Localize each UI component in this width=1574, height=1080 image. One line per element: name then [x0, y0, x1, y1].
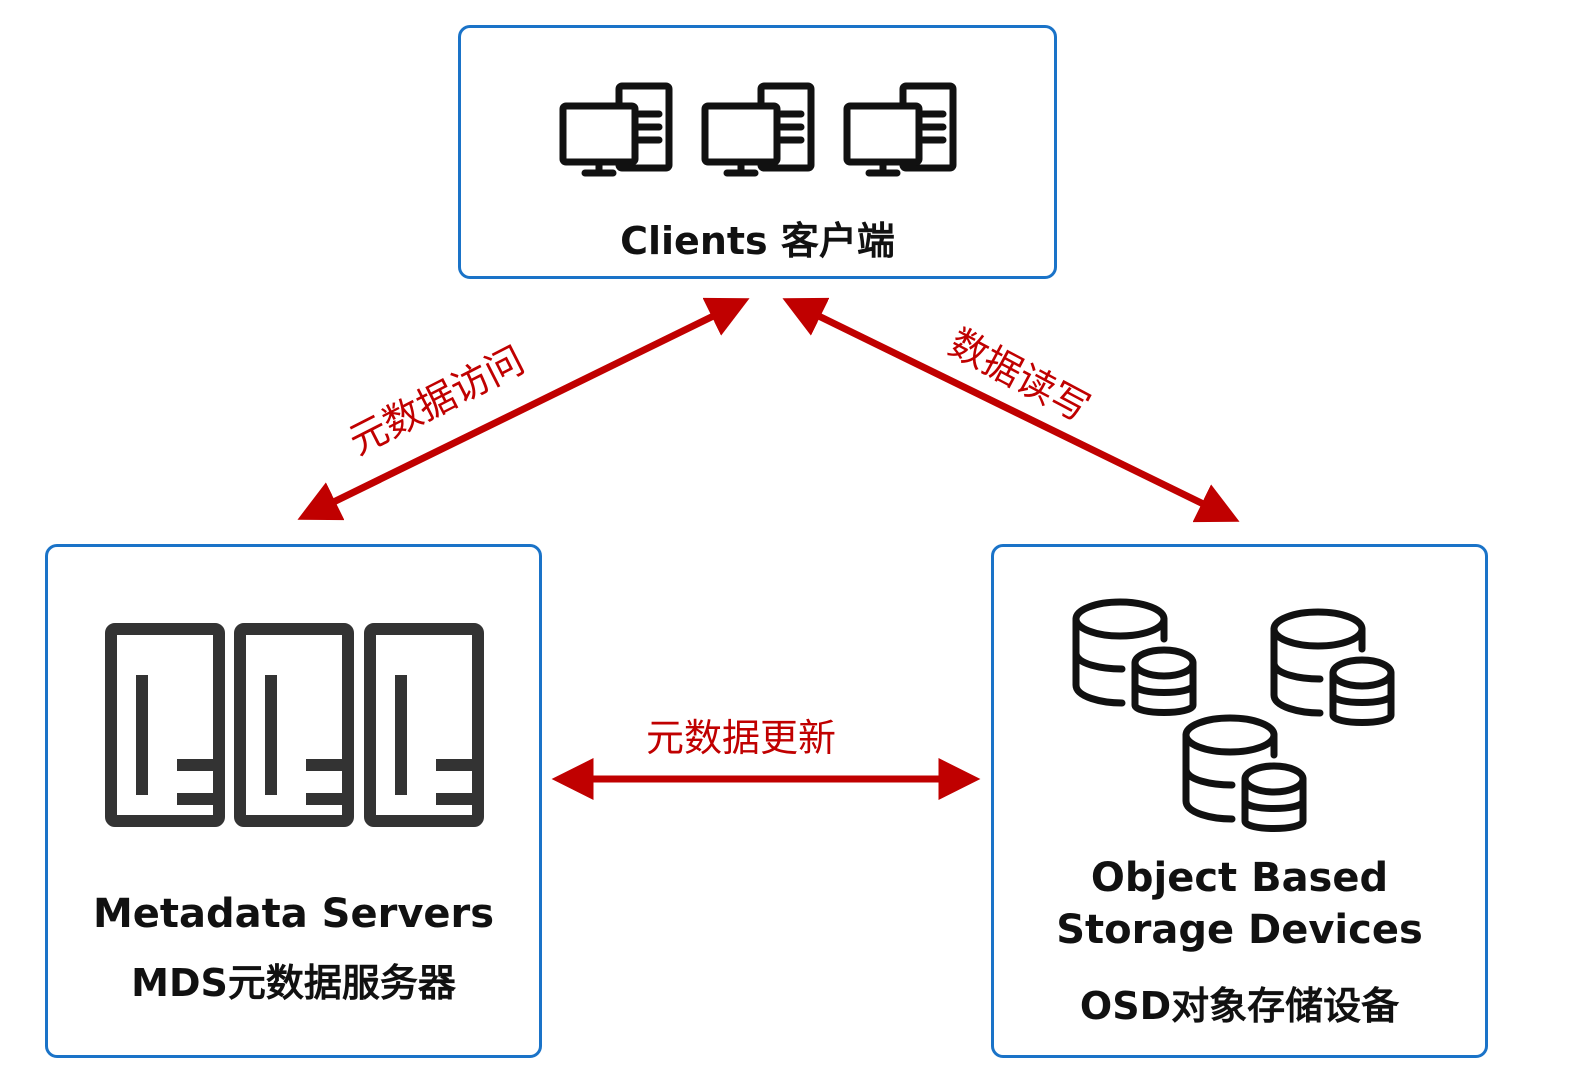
server-rack-icon [234, 623, 354, 827]
database-icon [1076, 602, 1193, 713]
server-rack-icon [364, 623, 484, 827]
server-rack-icons [105, 623, 484, 827]
osd-label-line1: Object Based [1090, 855, 1389, 901]
edge-label-metadata-update: 元数据更新 [646, 716, 837, 760]
mds-label-chinese: MDS元数据服务器 [131, 961, 456, 1005]
clients-node: Clients 客户端 [458, 25, 1057, 279]
database-icon [1186, 718, 1303, 829]
osd-label-line2: Storage Devices [1056, 907, 1423, 953]
edge-label-data-read-write: 数据读写 [941, 320, 1097, 431]
mds-label-english: Metadata Servers [92, 891, 495, 937]
edge-label-metadata-access: 元数据访问 [341, 337, 532, 464]
osd-label-chinese: OSD对象存储设备 [1079, 984, 1400, 1028]
database-icons [1072, 597, 1412, 837]
server-rack-icon [105, 623, 225, 827]
edge-clients-osd-arrow [782, 297, 1240, 523]
desktop-computer-icon [559, 82, 673, 177]
desktop-computer-icon [701, 82, 815, 177]
desktop-computer-icon [843, 82, 957, 177]
clients-label: Clients 客户端 [620, 219, 895, 263]
object-storage-devices-node: Object Based Storage Devices OSD对象存储设备 [991, 544, 1488, 1058]
database-icon [1274, 612, 1391, 723]
metadata-servers-node: Metadata Servers MDS元数据服务器 [45, 544, 542, 1058]
